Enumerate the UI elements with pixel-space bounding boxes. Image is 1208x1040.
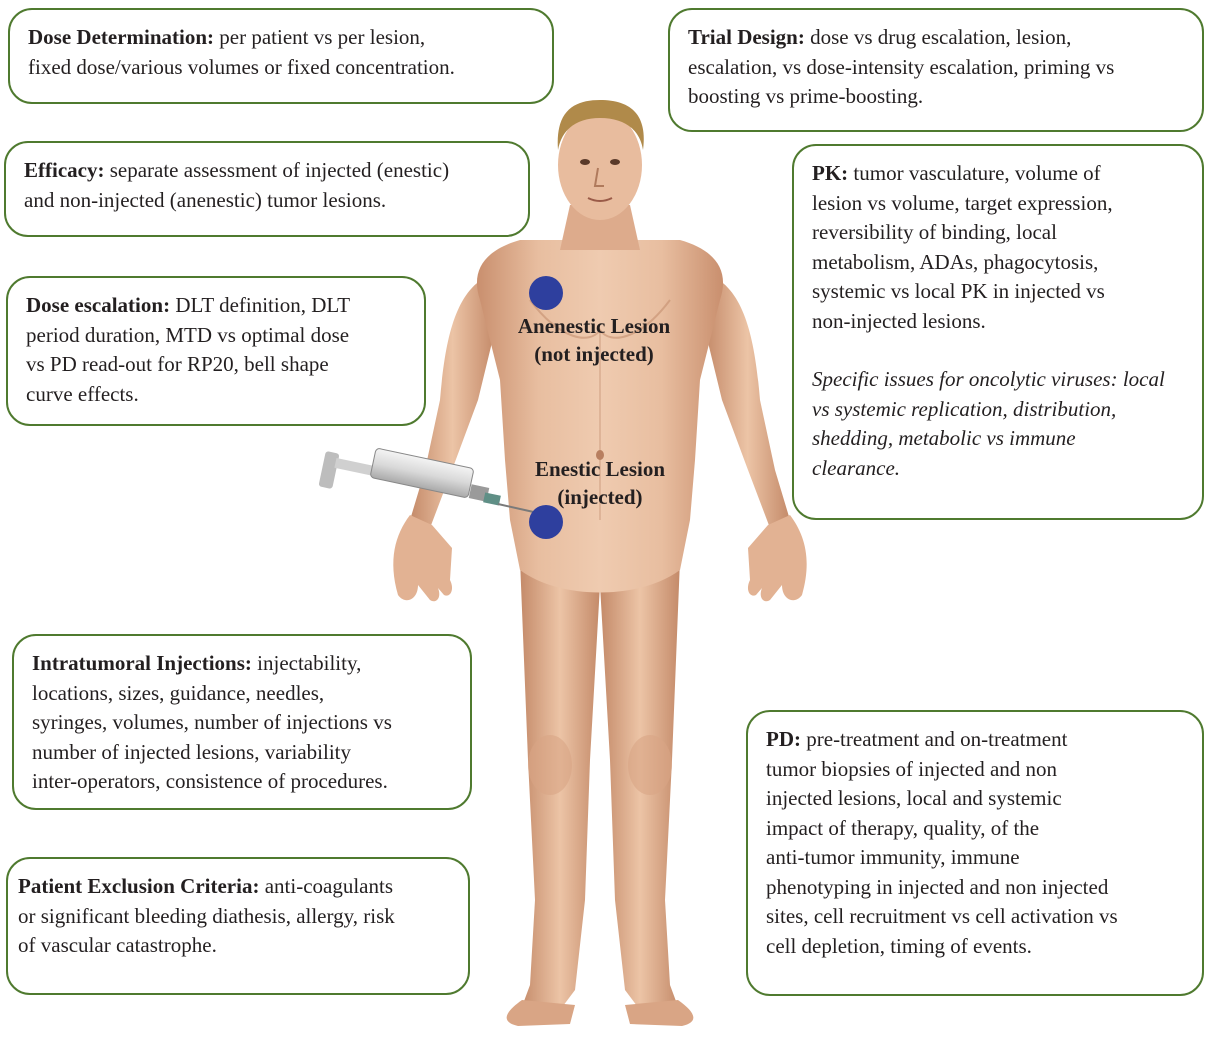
pd-line: pre-treatment and on-treatment <box>806 727 1067 751</box>
pd-line: sites, cell recruitment vs cell activati… <box>766 902 1184 932</box>
pk-italic-line: clearance. <box>812 454 1184 484</box>
pk-italic-line: Specific issues for oncolytic viruses: l… <box>812 365 1184 395</box>
pk-line: systemic vs local PK in injected vs <box>812 277 1184 307</box>
pk-line: lesion vs volume, target expression, <box>812 189 1184 219</box>
dose-determination-box: Dose Determination: per patient vs per l… <box>8 8 554 104</box>
pk-italic-line: shedding, metabolic vs immune <box>812 424 1184 454</box>
pd-line: anti-tumor immunity, immune <box>766 843 1184 873</box>
intratumoral-line: locations, sizes, guidance, needles, <box>32 679 452 709</box>
patient-exclusion-box: Patient Exclusion Criteria: anti-coagula… <box>6 857 470 995</box>
intratumoral-line: number of injected lesions, variability <box>32 738 452 768</box>
efficacy-line: and non-injected (anenestic) tumor lesio… <box>24 186 510 216</box>
trial-design-line: dose vs drug escalation, lesion, <box>810 25 1071 49</box>
dose-escalation-line: curve effects. <box>26 380 406 410</box>
pk-line: non-injected lesions. <box>812 307 1184 337</box>
anenestic-lesion-dot <box>529 276 563 310</box>
dose-escalation-line: period duration, MTD vs optimal dose <box>26 321 406 351</box>
exclusion-line: of vascular catastrophe. <box>18 931 450 961</box>
dose-determination-line: per patient vs per lesion, <box>219 25 425 49</box>
intratumoral-line: injectability, <box>257 651 361 675</box>
dose-escalation-box: Dose escalation: DLT definition, DLT per… <box>6 276 426 426</box>
dose-determination-title: Dose Determination: <box>28 25 214 49</box>
trial-design-box: Trial Design: dose vs drug escalation, l… <box>668 8 1204 132</box>
enestic-label-line2: (injected) <box>500 483 700 511</box>
efficacy-box: Efficacy: separate assessment of injecte… <box>4 141 530 237</box>
pk-box: PK: tumor vasculature, volume of lesion … <box>792 144 1204 520</box>
enestic-label-line1: Enestic Lesion <box>500 455 700 483</box>
dose-determination-line: fixed dose/various volumes or fixed conc… <box>28 53 534 83</box>
exclusion-title: Patient Exclusion Criteria: <box>18 874 259 898</box>
intratumoral-title: Intratumoral Injections: <box>32 651 252 675</box>
dose-escalation-line: DLT definition, DLT <box>175 293 350 317</box>
exclusion-line: or significant bleeding diathesis, aller… <box>18 902 450 932</box>
trial-design-title: Trial Design: <box>688 25 805 49</box>
anenestic-label-line2: (not injected) <box>494 340 694 368</box>
pk-title: PK: <box>812 161 848 185</box>
pk-line: reversibility of binding, local <box>812 218 1184 248</box>
exclusion-line: anti-coagulants <box>265 874 393 898</box>
efficacy-title: Efficacy: <box>24 158 104 182</box>
pk-line: tumor vasculature, volume of <box>853 161 1100 185</box>
intratumoral-injections-box: Intratumoral Injections: injectability, … <box>12 634 472 810</box>
dose-escalation-line: vs PD read-out for RP20, bell shape <box>26 350 406 380</box>
right-arm <box>705 275 790 528</box>
pk-italic-line: vs systemic replication, distribution, <box>812 395 1184 425</box>
enestic-lesion-label: Enestic Lesion (injected) <box>500 455 700 511</box>
efficacy-line: separate assessment of injected (enestic… <box>110 158 449 182</box>
pd-box: PD: pre-treatment and on-treatment tumor… <box>746 710 1204 996</box>
pd-line: tumor biopsies of injected and non <box>766 755 1184 785</box>
trial-design-line: escalation, vs dose-intensity escalation… <box>688 53 1184 83</box>
pd-line: injected lesions, local and systemic <box>766 784 1184 814</box>
intratumoral-line: inter-operators, consistence of procedur… <box>32 767 452 797</box>
pd-line: phenotyping in injected and non injected <box>766 873 1184 903</box>
pd-line: impact of therapy, quality, of the <box>766 814 1184 844</box>
anenestic-lesion-label: Anenestic Lesion (not injected) <box>494 312 694 368</box>
intratumoral-line: syringes, volumes, number of injections … <box>32 708 452 738</box>
dose-escalation-title: Dose escalation: <box>26 293 170 317</box>
anenestic-label-line1: Anenestic Lesion <box>494 312 694 340</box>
trial-design-line: boosting vs prime-boosting. <box>688 82 1184 112</box>
pd-line: cell depletion, timing of events. <box>766 932 1184 962</box>
pk-line: metabolism, ADAs, phagocytosis, <box>812 248 1184 278</box>
pd-title: PD: <box>766 727 801 751</box>
